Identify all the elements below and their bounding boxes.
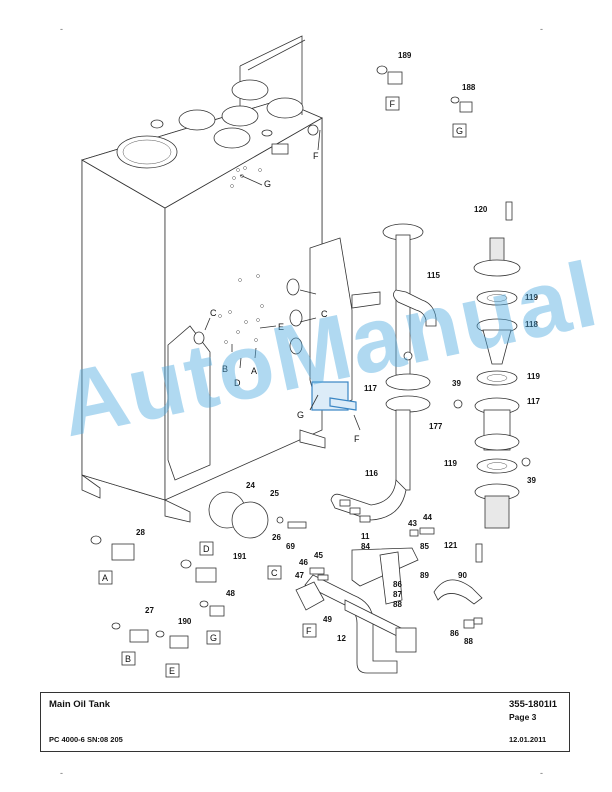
view-arrows — [204, 129, 361, 431]
detail-box-f-bottom: F — [306, 626, 312, 636]
callout-25: 25 — [270, 489, 279, 498]
callout-188: 188 — [462, 83, 476, 92]
tank-body — [81, 35, 381, 523]
callout-191: 191 — [233, 552, 247, 561]
callout-numbers: 189 188 120 115 119 118 119 117 117 39 3… — [136, 51, 540, 646]
callout-189: 189 — [398, 51, 412, 60]
callout-24: 24 — [246, 481, 255, 490]
callout-117-left: 117 — [364, 384, 377, 393]
issue-date: 12.01.2011 — [509, 735, 547, 744]
drawing-title: Main Oil Tank — [49, 699, 111, 710]
callout-89: 89 — [420, 571, 429, 580]
document-number: 355-1801I1 — [509, 699, 558, 710]
callout-119-bottom: 119 — [444, 459, 457, 468]
view-letter-f-top: F — [313, 151, 319, 161]
detail-parts — [90, 65, 483, 674]
view-letter-g-side: G — [297, 410, 304, 420]
machine-serial: PC 4000-6 SN:08 205 — [49, 735, 123, 744]
callout-90: 90 — [458, 571, 467, 580]
detail-box-g-top: G — [456, 126, 463, 136]
callout-26: 26 — [272, 533, 281, 542]
callout-88-upper: 88 — [393, 600, 402, 609]
detail-box-b: B — [125, 654, 131, 664]
detail-box-g-bottom: G — [210, 633, 217, 643]
callout-84: 84 — [361, 542, 370, 551]
view-letter-c-left: C — [210, 308, 217, 318]
callout-49: 49 — [323, 615, 332, 624]
callout-85: 85 — [420, 542, 429, 551]
callout-44: 44 — [423, 513, 432, 522]
callout-48: 48 — [226, 589, 235, 598]
callout-190: 190 — [178, 617, 192, 626]
callout-27: 27 — [145, 606, 154, 615]
callout-118: 118 — [525, 320, 538, 329]
corner-mark-top-right: - — [540, 24, 543, 34]
callout-88-lower: 88 — [464, 637, 473, 646]
title-block: Main Oil Tank 355-1801I1 Page 3 PC 4000-… — [40, 692, 570, 752]
callout-87: 87 — [393, 590, 402, 599]
corner-mark-bottom-left: - — [60, 768, 63, 778]
callout-39-top: 39 — [452, 379, 461, 388]
view-letter-d: D — [234, 378, 241, 388]
detail-box-c: C — [271, 568, 278, 578]
view-letter-a: A — [251, 366, 257, 376]
callout-45: 45 — [314, 551, 323, 560]
callout-11: 11 — [361, 532, 370, 541]
right-flange-stack — [453, 201, 531, 563]
view-letter-c-right: C — [321, 309, 328, 319]
callout-117-right: 117 — [527, 397, 540, 406]
callout-12: 12 — [337, 634, 346, 643]
detail-box-d: D — [203, 544, 210, 554]
callout-28: 28 — [136, 528, 145, 537]
callout-115: 115 — [427, 271, 440, 280]
detail-box-a: A — [102, 573, 108, 583]
exploded-parts-diagram: G F C C E B D A G F — [81, 35, 540, 678]
view-letter-b: B — [222, 364, 228, 374]
callout-69: 69 — [286, 542, 295, 551]
detail-box-e: E — [169, 666, 175, 676]
view-letter-e: E — [278, 322, 284, 332]
mounting-holes — [218, 166, 264, 344]
view-letter-f-side: F — [354, 434, 360, 444]
detail-box-f-top: F — [390, 99, 396, 109]
corner-mark-top-left: - — [60, 24, 63, 34]
view-letter-g-top: G — [264, 179, 271, 189]
callout-120: 120 — [474, 205, 488, 214]
callout-119-top: 119 — [525, 293, 538, 302]
callout-177: 177 — [429, 422, 443, 431]
page-number: Page 3 — [509, 712, 537, 722]
callout-46: 46 — [299, 558, 308, 567]
callout-43: 43 — [408, 519, 417, 528]
detail-boxes: F G A D C B E G F — [98, 96, 467, 678]
callout-47: 47 — [295, 571, 304, 580]
callout-86-upper: 86 — [393, 580, 402, 589]
callout-86-lower: 86 — [450, 629, 459, 638]
callout-119-mid: 119 — [527, 372, 540, 381]
callout-116: 116 — [365, 469, 378, 478]
callout-121: 121 — [444, 541, 458, 550]
callout-39-bottom: 39 — [527, 476, 536, 485]
corner-mark-bottom-right: - — [540, 768, 543, 778]
